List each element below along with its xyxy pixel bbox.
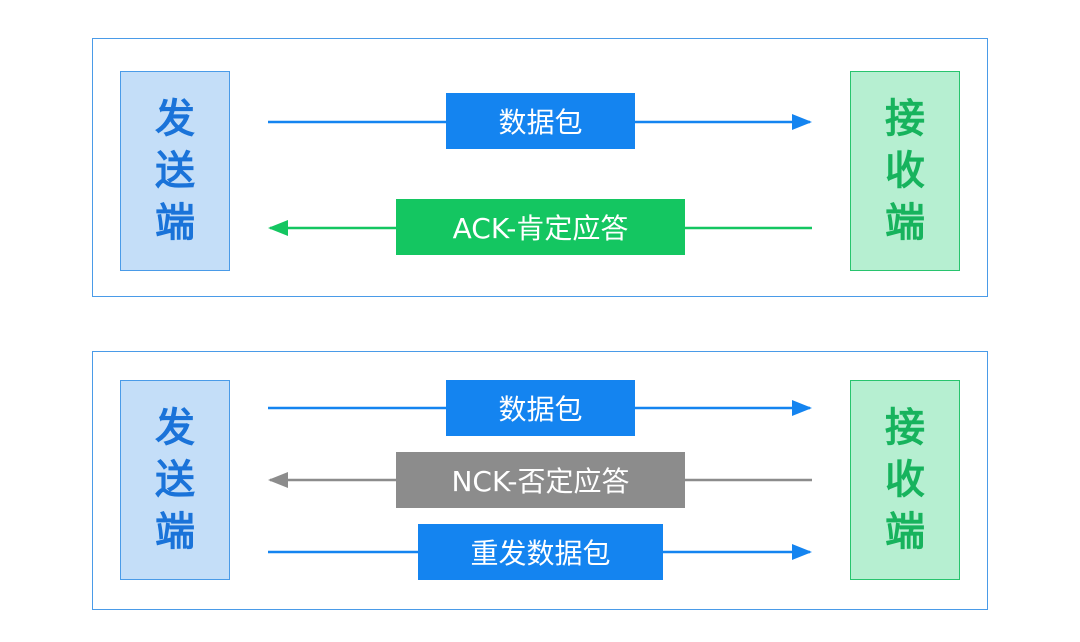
sender-char: 送 xyxy=(155,148,195,194)
receiver-char: 端 xyxy=(885,509,925,555)
sender-char: 端 xyxy=(155,200,195,246)
packet-label-2: 数据包 xyxy=(446,380,635,436)
nck-label: NCK-否定应答 xyxy=(396,452,685,508)
receiver-char: 收 xyxy=(885,457,925,503)
ack-label: ACK-肯定应答 xyxy=(396,199,685,255)
sender-char: 发 xyxy=(155,405,195,451)
sender-box-1: 发 送 端 xyxy=(120,71,230,271)
receiver-char: 接 xyxy=(885,96,925,142)
receiver-box-1: 接 收 端 xyxy=(850,71,960,271)
sender-char: 端 xyxy=(155,509,195,555)
sender-char: 发 xyxy=(155,96,195,142)
packet-label-1: 数据包 xyxy=(446,93,635,149)
receiver-box-2: 接 收 端 xyxy=(850,380,960,580)
sender-box-2: 发 送 端 xyxy=(120,380,230,580)
receiver-char: 端 xyxy=(885,200,925,246)
diagram-ack-panel xyxy=(92,38,988,297)
diagram-nck-panel xyxy=(92,351,988,610)
receiver-char: 收 xyxy=(885,148,925,194)
receiver-char: 接 xyxy=(885,405,925,451)
resend-label: 重发数据包 xyxy=(418,524,663,580)
sender-char: 送 xyxy=(155,457,195,503)
